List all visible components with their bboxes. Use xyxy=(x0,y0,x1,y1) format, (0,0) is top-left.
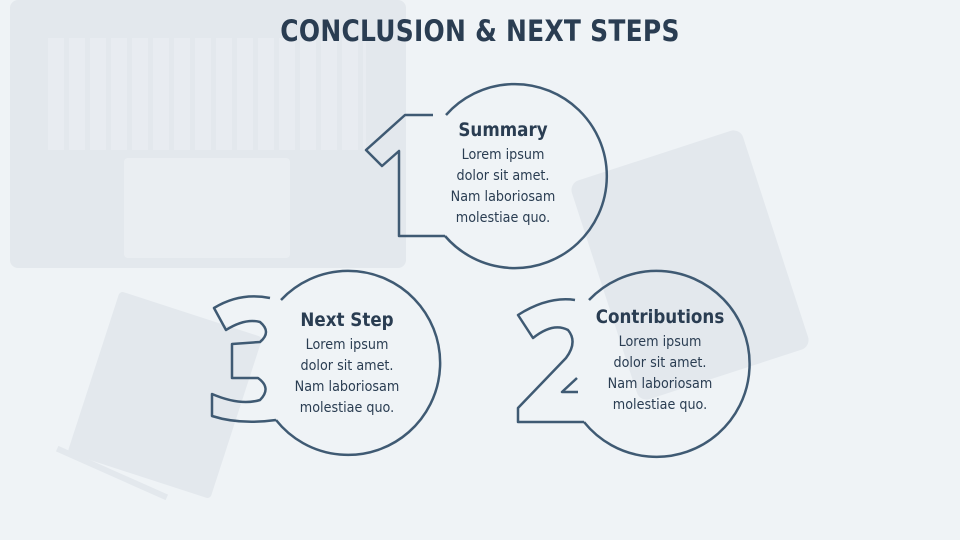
body-line: molestiae quo. xyxy=(612,397,708,413)
step-body: Lorem ipsum dolor sit amet. Nam laborios… xyxy=(581,332,739,416)
body-line: dolor sit amet. xyxy=(300,358,394,374)
numeral-3-outline xyxy=(210,295,277,424)
step-next-step: Next Step Lorem ipsum dolor sit amet. Na… xyxy=(257,309,437,419)
body-line: molestiae quo. xyxy=(455,210,551,226)
body-line: Lorem ipsum xyxy=(618,334,702,350)
slide-title: CONCLUSION & NEXT STEPS xyxy=(280,14,680,48)
background-trackpad xyxy=(124,158,290,258)
body-line: Lorem ipsum xyxy=(305,337,389,353)
body-line: Nam laboriosam xyxy=(294,379,400,395)
step-title: Contributions xyxy=(595,306,725,328)
numeral-2-inner xyxy=(560,377,578,394)
body-line: Nam laboriosam xyxy=(607,376,713,392)
step-body: Lorem ipsum dolor sit amet. Nam laborios… xyxy=(424,145,582,229)
step-title: Next Step xyxy=(300,309,394,331)
step-contributions: Contributions Lorem ipsum dolor sit amet… xyxy=(570,306,750,416)
background-keyboard xyxy=(48,38,366,150)
numeral-1-outline xyxy=(364,113,445,238)
body-line: Lorem ipsum xyxy=(461,147,545,163)
numeral-2-outline xyxy=(516,298,584,424)
step-title: Summary xyxy=(458,119,548,141)
next-step-circle xyxy=(275,269,442,457)
body-line: Nam laboriosam xyxy=(450,189,556,205)
step-summary: Summary Lorem ipsum dolor sit amet. Nam … xyxy=(413,119,593,229)
body-line: molestiae quo. xyxy=(299,400,395,416)
summary-circle xyxy=(444,82,609,270)
step-body: Lorem ipsum dolor sit amet. Nam laborios… xyxy=(268,335,426,419)
body-line: dolor sit amet. xyxy=(613,355,707,371)
contributions-circle xyxy=(583,269,751,459)
body-line: dolor sit amet. xyxy=(456,168,550,184)
